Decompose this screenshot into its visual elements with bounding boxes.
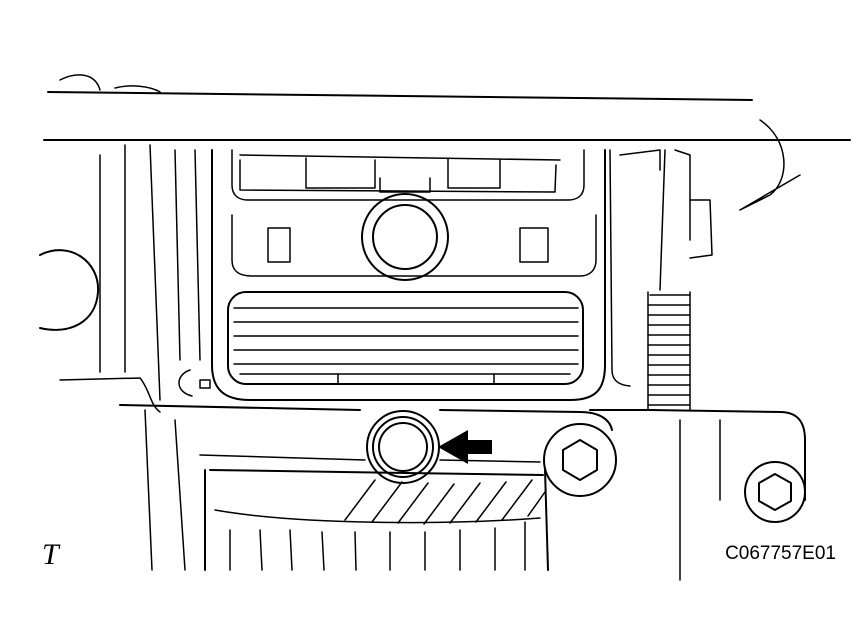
oil-pan-lines: [119, 404, 613, 571]
right-bracket: [589, 149, 806, 581]
view-mark: T: [42, 538, 59, 571]
spring: [647, 291, 691, 411]
hex-bolt-center: [543, 423, 617, 497]
reference-code: C067757E01: [725, 543, 836, 564]
gear-hatching: [344, 479, 546, 525]
upper-plug: [361, 193, 449, 281]
location-arrow: [438, 430, 492, 464]
hex-bolt-right: [744, 461, 806, 523]
valve-body-plate: [211, 149, 606, 401]
filter-screen: [178, 291, 584, 397]
housing-top-edge: [43, 74, 851, 211]
left-housing-lines: [39, 144, 201, 571]
